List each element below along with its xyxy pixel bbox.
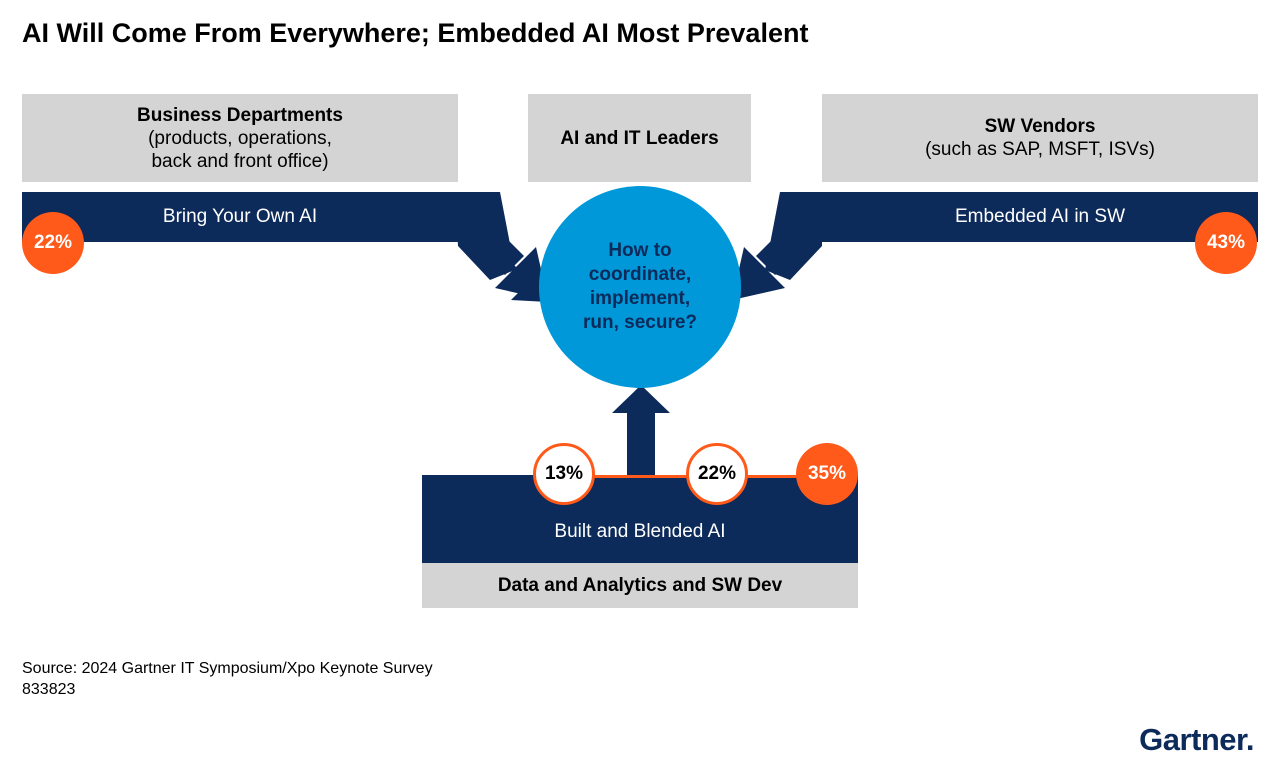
source-note: Source: 2024 Gartner IT Symposium/Xpo Ke… (22, 658, 433, 700)
data-analytics-label: Data and Analytics and SW Dev (497, 575, 783, 596)
gartner-logo-mark: . (1245, 722, 1255, 757)
left-percent-value: 22% (33, 232, 73, 253)
embedded-ai-bar: Embedded AI in SW (822, 192, 1258, 242)
left-arrow-body (458, 192, 524, 275)
embedded-ai-label: Embedded AI in SW (954, 206, 1126, 227)
center-line4: run, secure? (582, 312, 698, 333)
ai-it-leaders-title: AI and IT Leaders (560, 127, 719, 149)
right-percent-badge: 43% (1195, 212, 1257, 274)
page-title: AI Will Come From Everywhere; Embedded A… (22, 18, 809, 48)
sw-vendors-box: SW Vendors (such as SAP, MSFT, ISVs) (822, 94, 1258, 182)
right-arrow-head (732, 247, 785, 300)
built-blended-ai-label: Built and Blended AI (554, 521, 726, 542)
ai-it-leaders-box: AI and IT Leaders (528, 94, 751, 182)
sw-vendors-line2: (such as SAP, MSFT, ISVs) (925, 139, 1155, 160)
sw-vendors-title: SW Vendors (984, 116, 1096, 137)
business-departments-title: Business Departments (137, 104, 343, 126)
percent-35-badge: 35% (796, 443, 858, 505)
percent-13-value: 13% (544, 463, 584, 484)
percent-13-badge: 13% (533, 443, 595, 505)
business-departments-box: Business Departments (products, operatio… (22, 94, 458, 182)
gartner-logo: Gartner. (1139, 722, 1254, 758)
center-question-circle: How to coordinate, implement, run, secur… (539, 186, 741, 388)
percent-35-value: 35% (807, 463, 847, 484)
gartner-logo-text: Gartner (1139, 722, 1246, 757)
bring-your-own-ai-label: Bring Your Own AI (162, 206, 318, 227)
right-arrow-body (756, 192, 822, 275)
center-line1: How to (608, 240, 672, 261)
business-departments-line3: back and front office) (151, 150, 329, 172)
data-analytics-box: Data and Analytics and SW Dev (422, 563, 858, 608)
percent-22-badge: 22% (686, 443, 748, 505)
source-line1: Source: 2024 Gartner IT Symposium/Xpo Ke… (22, 660, 433, 677)
built-blended-ai-bar: Built and Blended AI (422, 475, 858, 563)
up-arrow (612, 385, 670, 475)
center-line3: implement, (589, 288, 691, 309)
left-arrow-head (495, 247, 548, 300)
right-percent-value: 43% (1206, 232, 1246, 253)
percent-22-value: 22% (697, 463, 737, 484)
bring-your-own-ai-bar: Bring Your Own AI (22, 192, 458, 242)
business-departments-line2: (products, operations, (148, 127, 332, 149)
source-line2: 833823 (22, 681, 76, 698)
left-percent-badge: 22% (22, 212, 84, 274)
center-line2: coordinate, (588, 264, 692, 285)
